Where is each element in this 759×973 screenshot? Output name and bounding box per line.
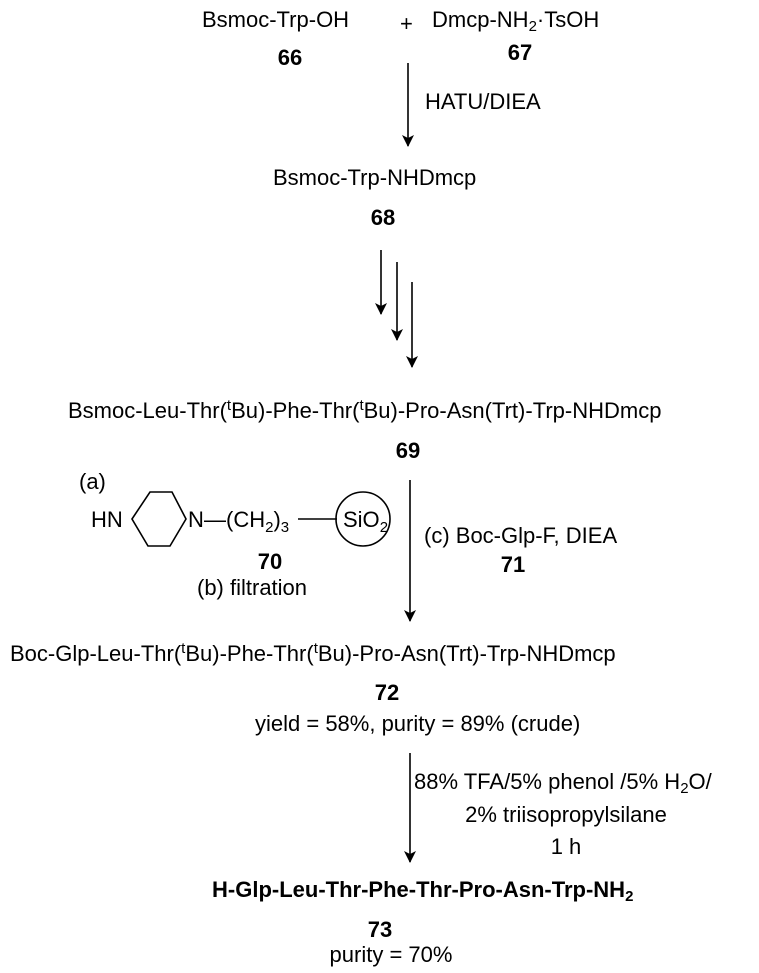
product-72-sup1: t xyxy=(181,640,186,657)
product-72-part3: Bu)-Pro-Asn(Trt)-Trp-NHDmcp xyxy=(317,641,616,666)
product-73-main: H-Glp-Leu-Thr-Phe-Thr-Pro-Asn-Trp-NH xyxy=(212,877,626,902)
cleavage-line-1-sub: 2 xyxy=(680,780,689,797)
reagent-hatu-diea: HATU/DIEA xyxy=(425,89,541,114)
silica-label: SiO2 xyxy=(343,507,388,536)
silica-circle xyxy=(335,491,391,547)
product-69-part3: Bu)-Pro-Asn(Trt)-Trp-NHDmcp xyxy=(363,398,662,423)
compound-id-72: 72 xyxy=(374,680,400,705)
product-73-subscript: 2 xyxy=(625,888,634,905)
product-69-part2: Bu)-Phe-Thr( xyxy=(231,398,360,423)
label-a: (a) xyxy=(79,469,106,494)
product-72-part2: Bu)-Phe-Thr( xyxy=(185,641,314,666)
reactant-67-main: Dmcp-NH xyxy=(432,7,529,32)
cleavage-line-1a: 88% TFA/5% phenol /5% H xyxy=(414,769,681,794)
product-72: Boc-Glp-Leu-Thr(tBu)-Phe-Thr(tBu)-Pro-As… xyxy=(10,641,616,667)
reactant-66: Bsmoc-Trp-OH xyxy=(202,7,350,32)
cleavage-line-3: 1 h xyxy=(550,834,582,859)
compound-id-68: 68 xyxy=(370,205,396,230)
compound-id-69: 69 xyxy=(395,438,421,463)
propyl-chain-b: ) xyxy=(273,507,280,532)
piperazine-ring xyxy=(131,491,187,547)
product-73: H-Glp-Leu-Thr-Phe-Thr-Pro-Asn-Trp-NH2 xyxy=(212,877,634,905)
plus-sign: + xyxy=(400,11,413,36)
propyl-chain-sub2: 3 xyxy=(281,519,289,536)
silica-label-sub: 2 xyxy=(380,519,388,536)
product-69-sup2: t xyxy=(359,397,364,414)
piperazine-n: N xyxy=(188,507,204,532)
cleavage-line-2: 2% triisopropylsilane xyxy=(465,802,667,827)
yield-72: yield = 58%, purity = 89% (crude) xyxy=(255,711,581,736)
compound-id-67: 67 xyxy=(507,40,533,65)
propyl-chain-a: —(CH xyxy=(204,507,265,532)
propyl-chain-sub: 2 xyxy=(265,519,273,536)
filtration-step: (b) filtration xyxy=(197,575,308,600)
cleavage-line-1b: O/ xyxy=(688,769,712,794)
purity-73: purity = 70% xyxy=(329,942,453,967)
reactant-67: Dmcp-NH2·TsOH xyxy=(432,7,600,35)
piperazine-hn: HN xyxy=(91,507,123,532)
cleavage-line-1: 88% TFA/5% phenol /5% H2O/ xyxy=(414,769,712,797)
product-69-part1: Bsmoc-Leu-Thr( xyxy=(68,398,227,423)
reactant-67-tail: ·TsOH xyxy=(536,7,600,32)
product-69: Bsmoc-Leu-Thr(tBu)-Phe-Thr(tBu)-Pro-Asn(… xyxy=(68,398,661,424)
product-72-part1: Boc-Glp-Leu-Thr( xyxy=(10,641,182,666)
compound-id-71: 71 xyxy=(500,552,526,577)
product-68: Bsmoc-Trp-NHDmcp xyxy=(273,165,477,190)
product-72-sup2: t xyxy=(313,640,318,657)
reactant-67-subscript: 2 xyxy=(528,18,537,35)
reagent-boc-glp-f: (c) Boc-Glp-F, DIEA xyxy=(424,523,618,548)
compound-id-66: 66 xyxy=(277,45,303,70)
silica-label-main: SiO xyxy=(343,507,380,532)
compound-id-70: 70 xyxy=(257,549,283,574)
compound-id-73: 73 xyxy=(367,917,393,942)
product-69-sup1: t xyxy=(226,397,232,414)
propyl-chain: —(CH2)3 xyxy=(204,507,289,536)
